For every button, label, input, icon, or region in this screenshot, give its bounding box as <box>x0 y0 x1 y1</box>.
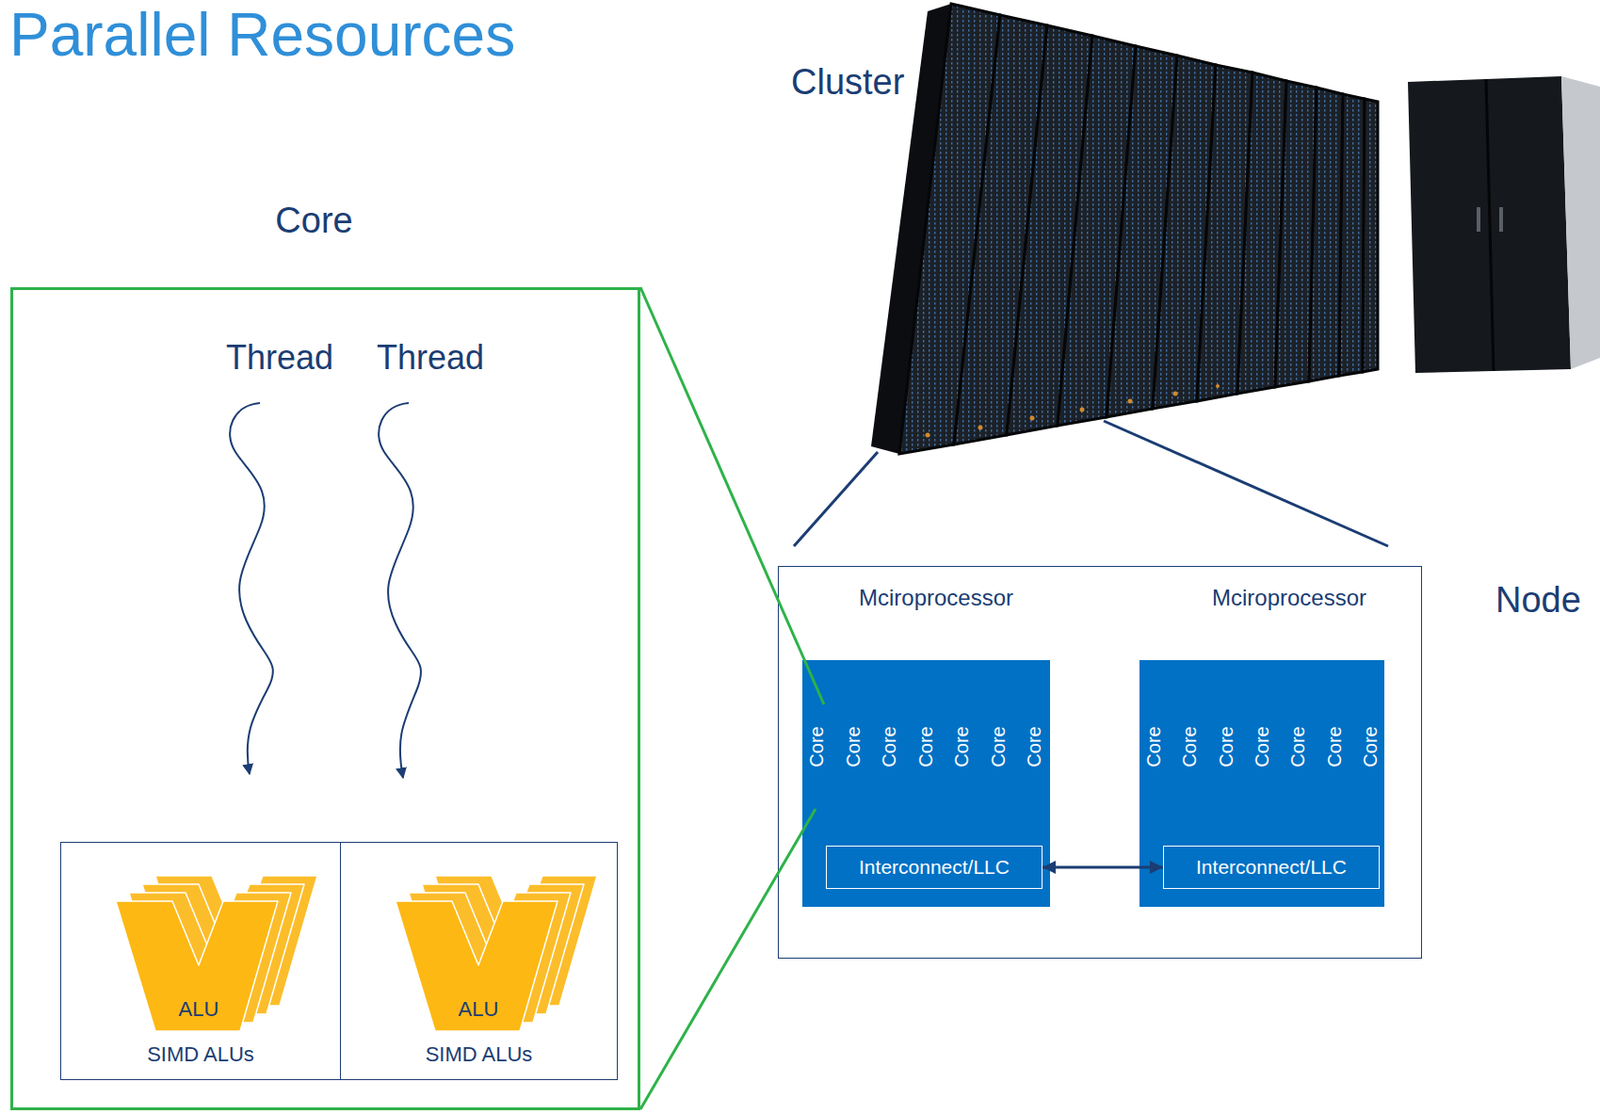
rack-light <box>1215 384 1220 388</box>
cabinet-handle <box>1476 207 1481 232</box>
core-label: Core <box>1179 726 1201 767</box>
core-label: Core <box>986 726 1009 767</box>
cabinet <box>1407 76 1571 373</box>
rack-door <box>1309 87 1343 382</box>
zoom-line <box>793 452 878 547</box>
interconnect-label: Interconnect/LLC <box>1195 856 1347 879</box>
core-label: Core <box>914 726 937 767</box>
core-label: Core <box>1323 726 1345 767</box>
microprocessor-label: Mciroprocessor <box>858 584 1014 612</box>
rack-light <box>1080 407 1085 413</box>
thread-arrow <box>378 403 421 778</box>
rack-door <box>1152 55 1216 409</box>
rack-door <box>899 3 1001 454</box>
page-title: Parallel Resources <box>9 1 516 68</box>
simd-alu-box: ALU SIMD ALUs <box>339 841 618 1081</box>
core-label: Core <box>841 726 864 767</box>
rack-door <box>953 15 1048 445</box>
rack-light <box>1173 391 1179 397</box>
rack-door <box>1057 35 1136 426</box>
cabinet-side <box>1561 76 1600 370</box>
rack-light <box>978 425 984 431</box>
core-label: Core <box>1359 726 1382 767</box>
node-label: Node <box>1495 580 1582 622</box>
microprocessor-chip: MciroprocessorCoreCoreCoreCoreCoreCoreCo… <box>1139 660 1385 907</box>
interconnect-box: Interconnect/LLC <box>825 845 1043 889</box>
rack-door <box>1275 80 1317 388</box>
cabinet-seam <box>1486 79 1494 372</box>
zoom-line <box>640 287 825 705</box>
rack-door <box>1196 64 1253 402</box>
zoom-line <box>1103 420 1389 547</box>
thread-arrow <box>229 403 274 775</box>
simd-label: SIMD ALUs <box>340 1042 617 1067</box>
node-box: NodeMciroprocessorCoreCoreCoreCoreCoreCo… <box>777 565 1423 959</box>
rack-light <box>1128 399 1133 405</box>
thread-label: Thread <box>226 338 334 377</box>
core-label: Core <box>951 726 973 767</box>
thread-label: Thread <box>376 338 485 377</box>
bus-arrow <box>1042 866 1164 870</box>
core-label: Core <box>1251 726 1274 767</box>
core-label: Core <box>878 726 901 767</box>
microprocessor-chip: MciroprocessorCoreCoreCoreCoreCoreCoreCo… <box>802 660 1051 907</box>
cluster-label: Cluster <box>791 62 905 104</box>
core-label: Core <box>1214 726 1237 767</box>
rack-door <box>1006 25 1093 436</box>
rack-door <box>1362 98 1378 372</box>
core-label: Core <box>1023 726 1046 767</box>
rack-door <box>1237 72 1287 394</box>
simd-label: SIMD ALUs <box>61 1042 340 1067</box>
rack-door <box>1339 94 1365 376</box>
simd-alu-box: ALU SIMD ALUs <box>60 841 341 1081</box>
rack-door <box>1106 46 1178 418</box>
rack-light <box>1030 416 1035 421</box>
cluster-racks <box>871 3 1600 454</box>
core-heading: Core <box>1 200 627 243</box>
rack-light <box>925 433 931 438</box>
core-box: CoreALUSIMD ALUsALUSIMD ALUs <box>10 287 641 1111</box>
interconnect-label: Interconnect/LLC <box>858 856 1010 879</box>
core-label: Core <box>1287 726 1310 767</box>
cabinet-handle <box>1499 207 1504 232</box>
zoom-line <box>640 808 816 1110</box>
alu-symbol <box>395 901 558 1032</box>
core-label: Core <box>806 726 828 767</box>
alu-label: ALU <box>440 997 517 1021</box>
interconnect-box: Interconnect/LLC <box>1163 845 1380 889</box>
alu-label: ALU <box>161 997 237 1021</box>
core-label: Core <box>1143 726 1165 767</box>
microprocessor-label: Mciroprocessor <box>1212 584 1367 612</box>
alu-symbol <box>115 901 278 1032</box>
